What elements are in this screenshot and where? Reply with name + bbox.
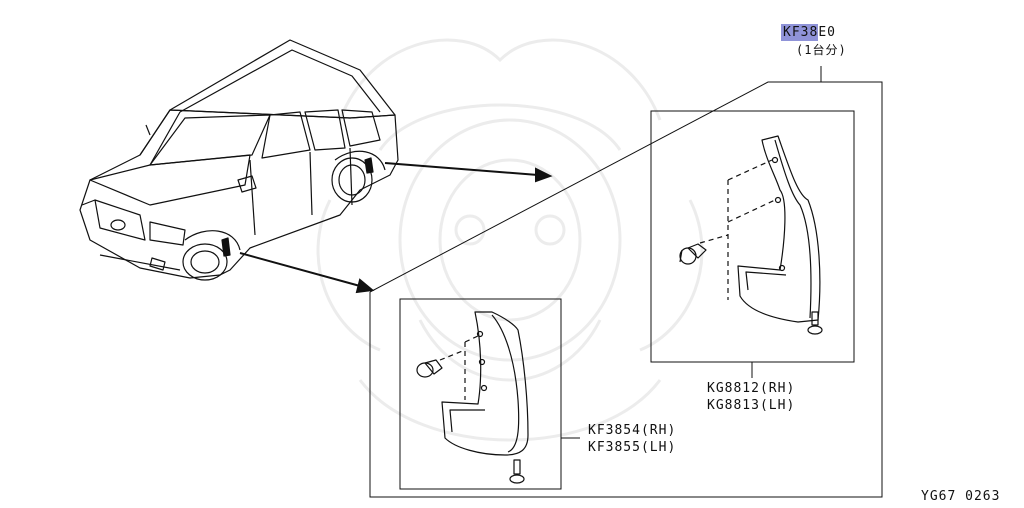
kit-part-number: KF38E0 [781, 24, 836, 41]
rear-flap-box [650, 110, 855, 378]
front-flap-lh-part: KF3855(LH) [588, 440, 677, 455]
callout-arrows [239, 162, 553, 294]
front-flap-box [399, 298, 580, 490]
figure-code: YG67 0263 [921, 489, 1001, 504]
vehicle-illustration [79, 39, 399, 281]
front-mud-flap [416, 311, 529, 484]
front-flap-rh-part: KF3854(RH) [588, 423, 677, 438]
rear-flap-rh-part: KG8812(RH) [707, 381, 796, 396]
watermark-emblem [316, 38, 704, 442]
kit-outline-box [369, 66, 883, 498]
rear-mud-flap [679, 135, 823, 335]
rear-flap-lh-part: KG8813(LH) [707, 398, 796, 413]
kit-part-number-suffix: E0 [818, 25, 836, 40]
kit-part-number-highlight: KF38 [781, 24, 819, 41]
kit-quantity-note: (1台分) [796, 43, 847, 57]
